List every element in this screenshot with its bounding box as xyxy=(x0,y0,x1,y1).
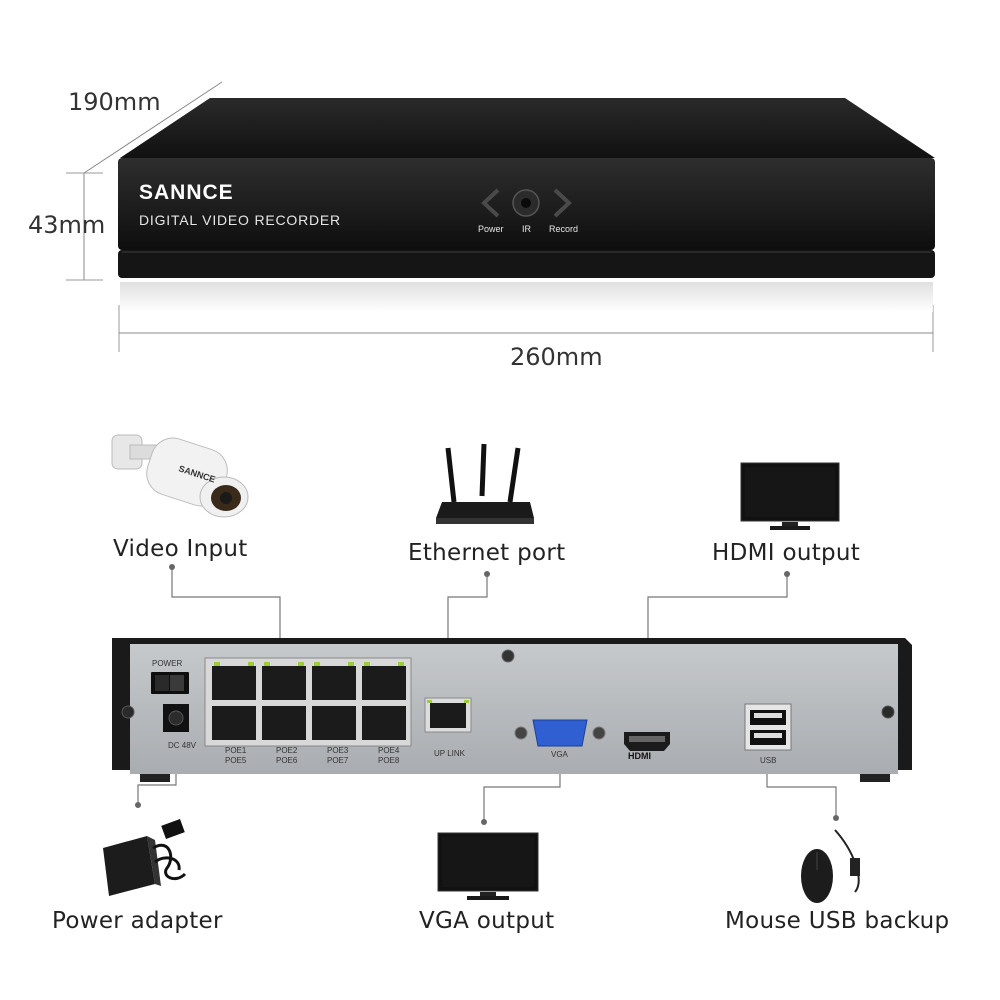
poe-port-label-1: POE1 xyxy=(225,746,247,755)
height-label: 43mm xyxy=(28,211,106,239)
dvr-front-illustration xyxy=(118,98,935,312)
camera-icon: SANNCE xyxy=(111,434,249,518)
dc-input-label: DC 48V xyxy=(168,741,197,750)
width-label: 260mm xyxy=(510,343,603,371)
poe-port-label-5: POE5 xyxy=(225,756,247,765)
router-icon xyxy=(436,443,534,524)
vga-monitor-icon xyxy=(437,832,539,900)
poe-port-label-7: POE7 xyxy=(327,756,349,765)
poe-port-label-4: POE4 xyxy=(378,746,400,755)
indicator-power-label: Power xyxy=(478,224,504,234)
hdmi-output-label: HDMI output xyxy=(712,540,861,566)
poe-port-label-8: POE8 xyxy=(378,756,400,765)
mouse-icon xyxy=(801,829,860,903)
indicator-record-label: Record xyxy=(549,224,579,234)
left-chevron-icon xyxy=(481,188,500,218)
hdmi-port-label: HDMI xyxy=(628,751,651,761)
power-adapter-label: Power adapter xyxy=(52,908,223,934)
hdmi-monitor-icon xyxy=(740,462,840,530)
vga-port-label: VGA xyxy=(551,750,568,759)
ethernet-port-label: Ethernet port xyxy=(408,540,566,566)
top-surface xyxy=(120,98,935,158)
right-chevron-icon xyxy=(553,188,572,218)
dvr-rear-panel xyxy=(112,638,912,782)
depth-label: 190mm xyxy=(68,88,161,116)
mouse-usb-backup-label: Mouse USB backup xyxy=(725,908,950,934)
brand-logo: SANNCE xyxy=(139,181,234,204)
power-adapter-icon xyxy=(103,819,187,896)
indicator-ir-label: IR xyxy=(522,224,531,234)
usb-port-label: USB xyxy=(760,756,777,765)
front-subtitle: DIGITAL VIDEO RECORDER xyxy=(139,212,341,228)
rj45-ports xyxy=(212,662,406,740)
dimension-lines xyxy=(66,81,934,352)
power-switch-label: POWER xyxy=(152,659,183,668)
video-input-label: Video Input xyxy=(113,536,248,562)
poe-port-label-2: POE2 xyxy=(276,746,298,755)
uplink-label: UP LINK xyxy=(434,749,465,758)
poe-port-label-3: POE3 xyxy=(327,746,349,755)
vga-output-label: VGA output xyxy=(419,908,555,934)
poe-port-label-6: POE6 xyxy=(276,756,298,765)
